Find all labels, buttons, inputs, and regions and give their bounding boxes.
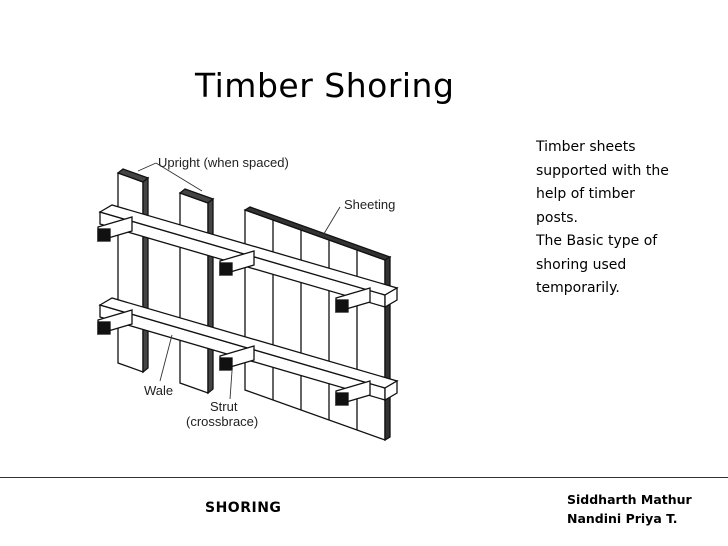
- timber-shoring-diagram: Upright (when spaced) Sheeting Wale Stru…: [97, 155, 399, 442]
- author-name: Nandini Priya T.: [567, 511, 678, 526]
- strut-sublabel: (crossbrace): [186, 414, 258, 429]
- description: Timber sheets supported with the help of…: [536, 136, 716, 301]
- footer-divider: [0, 477, 728, 478]
- strut-label: Strut: [210, 399, 238, 414]
- slide-title: Timber Shoring: [195, 66, 455, 105]
- sheeting-panel: [243, 206, 392, 442]
- authors: Siddharth Mathur Nandini Priya T.: [567, 490, 692, 528]
- description-line: The Basic type of: [536, 233, 658, 249]
- description-line: posts.: [536, 209, 578, 226]
- author-name: Siddharth Mathur: [567, 492, 692, 507]
- description-line: help of timber: [536, 186, 635, 202]
- description-line: shoring used: [536, 256, 627, 273]
- wale-label: Wale: [144, 383, 173, 398]
- description-line: temporarily.: [536, 280, 620, 296]
- footer-topic: SHORING: [205, 500, 282, 516]
- description-line: supported with the: [536, 162, 669, 179]
- description-line: Timber sheets: [536, 139, 636, 155]
- upright-label: Upright (when spaced): [158, 155, 289, 170]
- sheeting-label: Sheeting: [344, 197, 395, 212]
- callout-lines: [137, 162, 341, 400]
- struts: [97, 216, 371, 406]
